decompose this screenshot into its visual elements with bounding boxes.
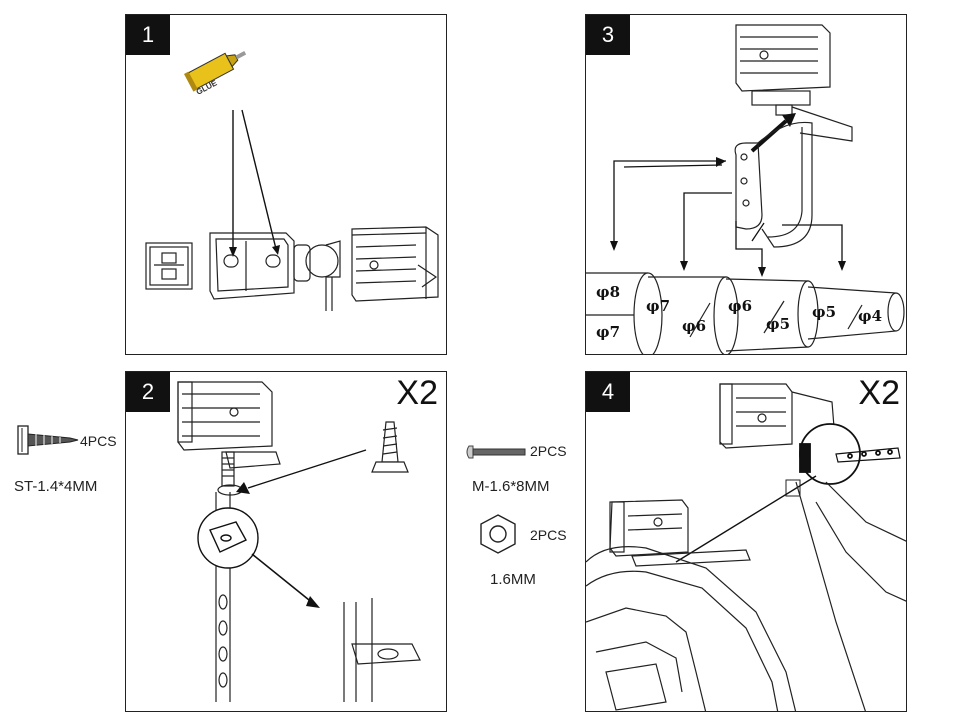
diameter-label-5b: φ5 xyxy=(812,303,837,321)
bolt-icon xyxy=(466,445,526,459)
pipe-sizes xyxy=(586,272,905,354)
step-number: 1 xyxy=(126,15,170,55)
diameter-label-8: φ8 xyxy=(596,283,621,301)
diameter-label-5: φ5 xyxy=(766,315,791,333)
vehicle-frame xyxy=(586,481,906,711)
light-cube xyxy=(177,381,281,469)
step-4-panel: 4 X2 xyxy=(585,371,907,712)
bolt-spec: M-1.6*8MM xyxy=(472,478,550,495)
screw-spec: ST-1.4*4MM xyxy=(14,478,98,495)
quantity-multiplier: X2 xyxy=(858,374,900,412)
quantity-multiplier: X2 xyxy=(396,374,438,412)
step-1-illustration: GLUE xyxy=(145,51,439,311)
zoom-callout xyxy=(799,423,901,485)
diameter-label-7: φ7 xyxy=(646,297,671,315)
hex-nut-icon xyxy=(480,514,516,554)
lower-light xyxy=(609,499,751,567)
step-number: 4 xyxy=(586,372,630,412)
step-2-illustration xyxy=(177,381,421,702)
diameter-label-6: φ6 xyxy=(682,317,707,335)
nut-spec: 1.6MM xyxy=(490,571,536,588)
connector-block xyxy=(145,242,193,290)
light-cube xyxy=(735,24,853,142)
step-3-panel: 3 xyxy=(585,14,907,355)
screw-quantity: 4PCS xyxy=(80,433,117,449)
step-2-panel: 2 X2 xyxy=(125,371,447,712)
step-1-panel: 1 GLUE xyxy=(125,14,447,355)
glue-tube-icon xyxy=(183,51,247,92)
step-number: 2 xyxy=(126,372,170,412)
bolt-mount xyxy=(217,451,243,496)
step-number: 3 xyxy=(586,15,630,55)
tapping-screw-icon xyxy=(17,425,79,455)
diameter-label-7-left: φ7 xyxy=(596,323,621,341)
pipe-clamp xyxy=(734,121,813,248)
mount-bracket xyxy=(209,232,341,311)
step-4-illustration xyxy=(586,383,906,711)
nut-quantity: 2PCS xyxy=(530,527,567,543)
light-cube xyxy=(719,383,837,453)
diameter-label-6b: φ6 xyxy=(728,297,753,315)
bracket-detail xyxy=(343,598,421,702)
diameter-label-4: φ4 xyxy=(858,307,883,325)
zoom-callout xyxy=(197,507,259,569)
step-3-illustration xyxy=(586,24,905,354)
light-cube xyxy=(351,226,439,302)
screw-icon xyxy=(371,421,409,473)
bolt-quantity: 2PCS xyxy=(530,443,567,459)
